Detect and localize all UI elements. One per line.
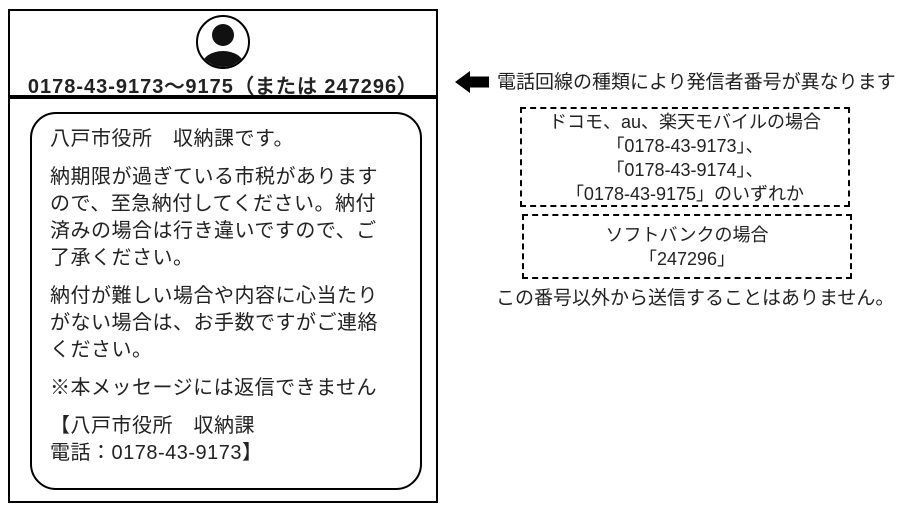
message-paragraph: 納期限が過ぎている市税があります ので、至急納付してください。納付 済みの場合は… — [50, 166, 378, 269]
message-paragraph: 納付が難しい場合や内容に心当たり がない場合は、お手数ですがご連絡 ください。 — [50, 285, 378, 361]
message-bubble: 八戸市役所 収納課です。 納期限が過ぎている市税があります ので、至急納付してく… — [30, 112, 422, 490]
arrow-left-icon — [455, 71, 489, 93]
message-paragraph: 【八戸市役所 収納課 電話：0178-43-9173】 — [50, 415, 263, 464]
carrier-box-docomo-au-rakuten: ドコモ、au、楽天モバイルの場合 「0178-43-9173」、 「0178-4… — [520, 107, 850, 207]
person-icon-head — [212, 24, 234, 46]
person-icon — [196, 15, 250, 69]
phone-header: 0178-43-9173～9175（または 247296） — [8, 9, 438, 98]
person-icon-shoulders — [202, 51, 244, 67]
footnote: この番号以外から送信することはありません。 — [496, 288, 895, 309]
message-paragraph: ※本メッセージには返信できません — [50, 377, 377, 399]
carrier-box-softbank: ソフトバンクの場合 「247296」 — [522, 214, 852, 279]
phone-message-area: 八戸市役所 収納課です。 納期限が過ぎている市税があります ので、至急納付してく… — [8, 97, 438, 503]
message-paragraph: 八戸市役所 収納課です。 — [50, 128, 294, 150]
callout-title: 電話回線の種類により発信者番号が異なります — [497, 72, 896, 93]
sender-number: 0178-43-9173～9175（または 247296） — [27, 76, 419, 98]
